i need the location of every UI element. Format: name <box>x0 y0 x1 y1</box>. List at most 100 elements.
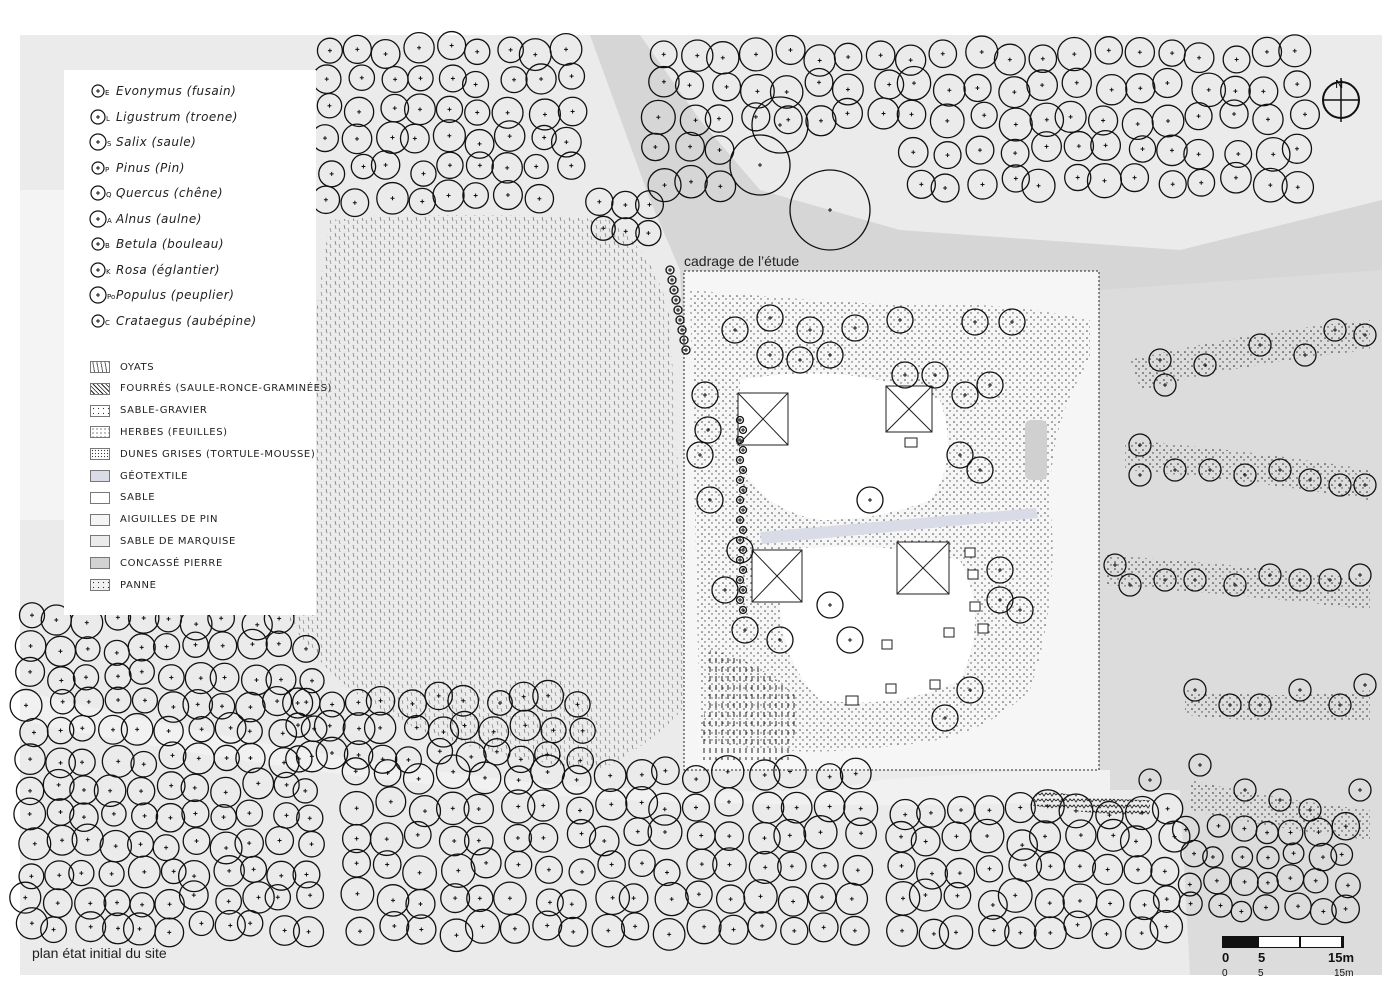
tree-crown <box>564 691 591 718</box>
tree-crown <box>804 67 834 97</box>
tree-crown <box>350 153 377 180</box>
tree-trunk-mark <box>878 53 883 58</box>
tree-crown <box>735 555 745 565</box>
tree-crown <box>626 759 658 791</box>
tree-crown <box>292 778 318 804</box>
legend-surface-label: PANNE <box>120 579 157 591</box>
tree-trunk-mark <box>1103 143 1108 148</box>
legend-surface-label: AIGUILLES DE PIN <box>120 514 219 526</box>
tree-crown <box>1353 673 1377 697</box>
tree-crown <box>499 913 531 944</box>
tree-trunk-mark <box>564 47 569 52</box>
tree-crown <box>408 794 442 828</box>
legend-plant-label: Pinus (Pin) <box>116 160 185 175</box>
tree-trunk-mark <box>450 806 455 811</box>
tree-crown <box>403 820 432 849</box>
tree-crown <box>1026 69 1059 102</box>
tree-crown <box>47 666 76 695</box>
tree-trunk-mark <box>623 202 628 207</box>
tree-crown <box>1184 102 1213 131</box>
tree-trunk-mark <box>247 729 252 734</box>
oyats-dune-field <box>290 215 690 770</box>
tree-crown <box>976 371 1004 399</box>
tree-trunk-mark <box>1228 703 1232 707</box>
tree-trunk-mark <box>1108 901 1113 906</box>
tree-trunk-mark <box>418 76 423 81</box>
tree-trunk-mark <box>277 838 282 843</box>
tree-trunk-mark <box>979 50 984 55</box>
tree-trunk-mark <box>30 613 35 618</box>
tree-crown <box>929 103 965 139</box>
tree-trunk-mark <box>1078 833 1083 838</box>
tree-trunk-mark <box>858 806 863 811</box>
tree-trunk-mark <box>1101 118 1106 123</box>
tree-trunk-mark <box>357 109 362 114</box>
tree-crown <box>435 95 464 124</box>
tree-trunk-mark <box>516 804 521 809</box>
tree-crown <box>1125 73 1156 104</box>
tree-trunk-mark <box>980 182 985 187</box>
tree-crown <box>803 815 838 850</box>
tree-trunk-mark <box>958 453 962 457</box>
tree-crown <box>653 858 681 887</box>
tree-trunk-mark <box>1107 813 1112 818</box>
tree-crown <box>1095 889 1125 918</box>
tree-trunk-mark <box>546 693 551 698</box>
tree-trunk-mark <box>1338 703 1342 707</box>
tree-crown <box>370 150 401 180</box>
scale-bottom-5: 5 <box>1258 968 1264 979</box>
tree-trunk-mark <box>1138 443 1142 447</box>
tree-crown <box>677 325 687 335</box>
tree-trunk-mark <box>610 895 615 900</box>
tree-trunk-mark <box>755 89 760 94</box>
tree-trunk-mark <box>1169 148 1174 153</box>
tree-trunk-mark <box>827 774 832 779</box>
tree-trunk-mark <box>545 769 550 774</box>
tree-crown <box>1087 105 1119 136</box>
tree-crown <box>908 878 942 912</box>
tree-crown <box>402 763 435 795</box>
tree-trunk-mark <box>452 839 457 844</box>
tree-crown <box>376 121 409 155</box>
legend-plant-label: Salix (saule) <box>116 135 197 149</box>
tree-crown <box>965 135 995 165</box>
tree-trunk-mark <box>198 676 203 681</box>
tree-crown <box>1330 843 1354 867</box>
tree-trunk-mark <box>741 608 745 612</box>
tree-trunk-mark <box>1242 879 1247 884</box>
tree-trunk-mark <box>304 700 309 705</box>
tree-trunk-mark <box>441 730 446 735</box>
tree-crown <box>152 632 181 661</box>
tree-crown <box>1000 138 1030 168</box>
tree-crown <box>843 791 879 827</box>
tree-trunk-mark <box>248 705 253 710</box>
tree-crown <box>831 97 864 130</box>
tree-trunk-mark <box>930 871 935 876</box>
tree-crown <box>998 308 1026 336</box>
svg-text:L: L <box>106 115 110 123</box>
tree-trunk-mark <box>437 749 442 754</box>
tree-trunk-mark <box>693 805 698 810</box>
tree-trunk-mark <box>415 832 420 837</box>
tree-crown <box>182 827 211 855</box>
tree-trunk-mark <box>228 725 233 730</box>
tree-crown <box>1121 107 1154 141</box>
tree-trunk-mark <box>1363 683 1367 687</box>
tree-trunk-mark <box>724 84 729 89</box>
tree-trunk-mark <box>1138 86 1143 91</box>
tree-trunk-mark <box>56 782 61 787</box>
tree-trunk-mark <box>355 47 360 52</box>
tree-crown <box>376 181 409 215</box>
tree-trunk-mark <box>689 179 694 184</box>
tree-trunk-mark <box>494 749 499 754</box>
tree-trunk-mark <box>1044 117 1049 122</box>
tree-crown <box>1057 36 1092 72</box>
tree-trunk-mark <box>277 616 282 621</box>
tree-crown <box>447 684 480 717</box>
tree-trunk-mark <box>975 85 980 90</box>
tree-crown <box>509 709 542 742</box>
tree-crown <box>292 916 325 948</box>
